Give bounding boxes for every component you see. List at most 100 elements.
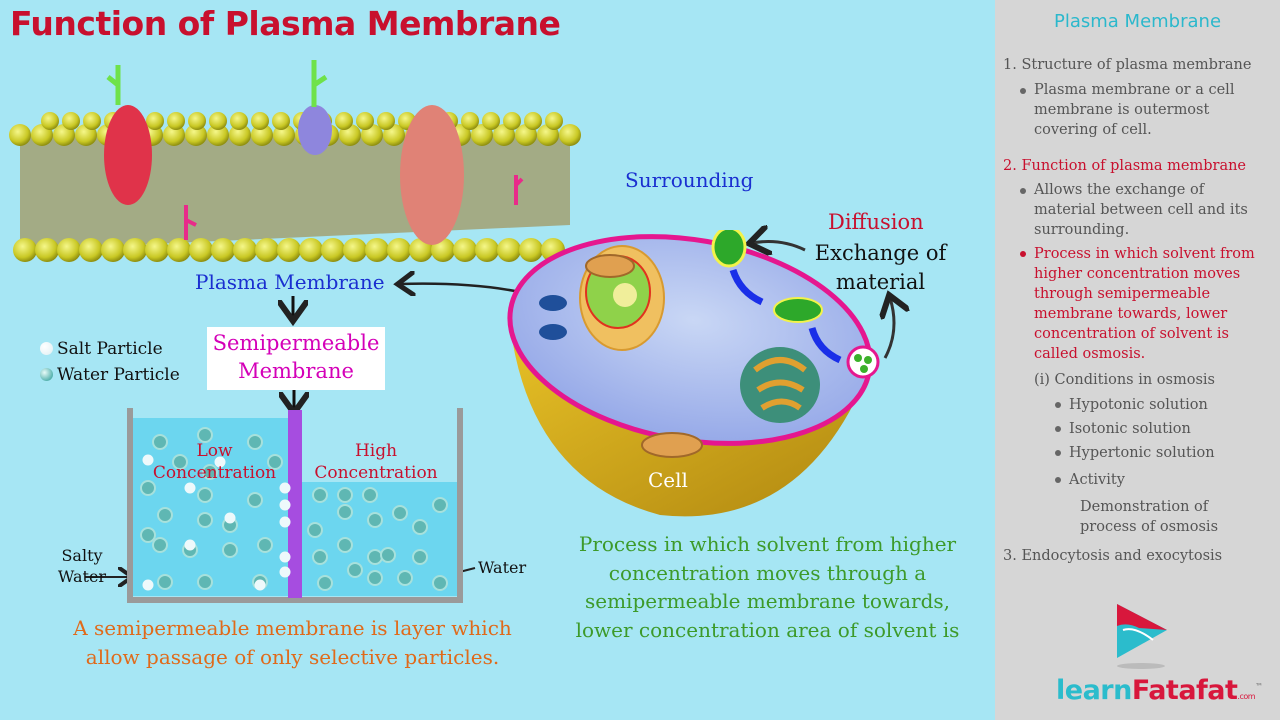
lipid-head	[13, 238, 37, 262]
sidebar-conditions: (i) Conditions in osmosis	[1034, 372, 1215, 388]
salt-particle	[279, 566, 291, 578]
lipid-head	[185, 124, 207, 146]
exocytosis-vesicle	[846, 345, 880, 379]
water-particle	[397, 570, 413, 586]
salt-particle	[184, 482, 196, 494]
internal-vesicle	[773, 297, 823, 323]
definition-line1: A semipermeable membrane is layer which	[73, 616, 512, 640]
lipid-head	[545, 112, 563, 130]
sidebar-section-function: 2. Function of plasma membrane	[1003, 158, 1247, 174]
sidebar-condition-activity: Activity	[1069, 472, 1125, 488]
salt-particle	[214, 456, 226, 468]
bullet-icon	[1020, 251, 1026, 257]
salt-particle	[254, 579, 266, 591]
text-line: membrane is outermost	[1034, 102, 1210, 118]
lipid-head	[365, 238, 389, 262]
mitochondrion-bottom	[641, 432, 703, 458]
water-particle	[317, 575, 333, 591]
transport-arrow-2	[808, 326, 842, 364]
particles	[140, 427, 448, 591]
osmosis-beaker	[127, 408, 463, 603]
lipid-head	[41, 112, 59, 130]
osmosis-line: lower concentration area of solvent is	[575, 617, 960, 642]
high-concentration-label: High Concentration	[312, 440, 440, 484]
lipid-head	[255, 238, 279, 262]
lipid-head	[167, 112, 185, 130]
salty-line1: Salty	[61, 546, 103, 565]
water-particle	[362, 487, 378, 503]
salt-particle	[142, 579, 154, 591]
lipid-head	[559, 124, 581, 146]
low-line1: Low	[196, 441, 233, 461]
text-line: called osmosis.	[1034, 346, 1146, 362]
text-line: material between cell and its	[1034, 202, 1248, 218]
water-particle	[337, 537, 353, 553]
water-particle	[307, 522, 323, 538]
learnfatafat-logo-text: learnFatafat.com™	[1056, 675, 1263, 706]
lipid-head	[343, 238, 367, 262]
water-particle	[152, 434, 168, 450]
logo-suffix: .com	[1237, 692, 1256, 701]
lipid-head	[145, 238, 169, 262]
water-particle	[412, 549, 428, 565]
water-particle	[367, 512, 383, 528]
lipid-head	[356, 112, 374, 130]
channel-protein-red	[104, 105, 152, 205]
bullet-icon	[1055, 402, 1061, 408]
water-particle	[312, 549, 328, 565]
bullet-icon	[1055, 450, 1061, 456]
water-particle	[367, 549, 383, 565]
bullet-icon	[1055, 426, 1061, 432]
glycolipid	[184, 175, 524, 240]
lipid-head	[251, 124, 273, 146]
cell-label: Cell	[648, 468, 688, 492]
salty-line2: Water	[57, 567, 107, 586]
osmosis-line: concentration moves through a	[608, 560, 927, 585]
lipid-head	[35, 238, 59, 262]
water-particle	[222, 542, 238, 558]
text-line: Allows the exchange of	[1034, 182, 1205, 198]
lipid-head	[299, 238, 323, 262]
lipid-head	[83, 112, 101, 130]
osmosis-line: Process in which solvent from higher	[578, 532, 957, 556]
water-particle	[432, 497, 448, 513]
low-concentration-label: Low Concentration	[152, 440, 277, 484]
lipid-head	[211, 238, 235, 262]
high-line2: Concentration	[314, 463, 438, 483]
lipid-head	[229, 124, 251, 146]
vacuole-1	[539, 295, 567, 311]
arrow-exchange-in	[752, 242, 806, 250]
water-particle	[157, 507, 173, 523]
lipid-head	[79, 238, 103, 262]
semipermeable-membrane	[288, 410, 302, 598]
lipid-head	[146, 112, 164, 130]
mitochondrion-top	[585, 254, 635, 278]
lipid-head	[377, 112, 395, 130]
lipid-head	[387, 238, 411, 262]
osmosis-line: semipermeable membrane towards,	[584, 589, 950, 613]
beaker-walls	[127, 408, 463, 603]
lipid-head	[57, 238, 81, 262]
salt-particle	[184, 539, 196, 551]
lipid-head	[277, 238, 301, 262]
arrows-layer	[85, 0, 995, 720]
text-line: through semipermeable	[1034, 286, 1211, 302]
legend-salt-label: Salt Particle	[57, 339, 163, 359]
exchange-line2: material	[835, 270, 926, 294]
sidebar-section-endocytosis: 3. Endocytosis and exocytosis	[1003, 548, 1223, 564]
water-particle	[197, 427, 213, 443]
water-particle	[197, 487, 213, 503]
text-line: higher concentration moves	[1034, 266, 1241, 282]
water-particle	[172, 454, 188, 470]
text-line: Plasma membrane or a cell	[1034, 82, 1235, 98]
lipid-head	[123, 238, 147, 262]
sidebar-function-bullet-osmosis: Process in which solvent from higher con…	[1034, 244, 1255, 364]
water-particle	[392, 505, 408, 521]
lipid-head	[497, 238, 521, 262]
glycoprotein-purple	[298, 105, 332, 155]
water-particle	[197, 512, 213, 528]
text-line: surrounding.	[1034, 222, 1130, 238]
sidebar-section-structure: 1. Structure of plasma membrane	[1003, 57, 1252, 73]
lipid-head	[453, 238, 477, 262]
water-label: Water	[478, 558, 527, 577]
